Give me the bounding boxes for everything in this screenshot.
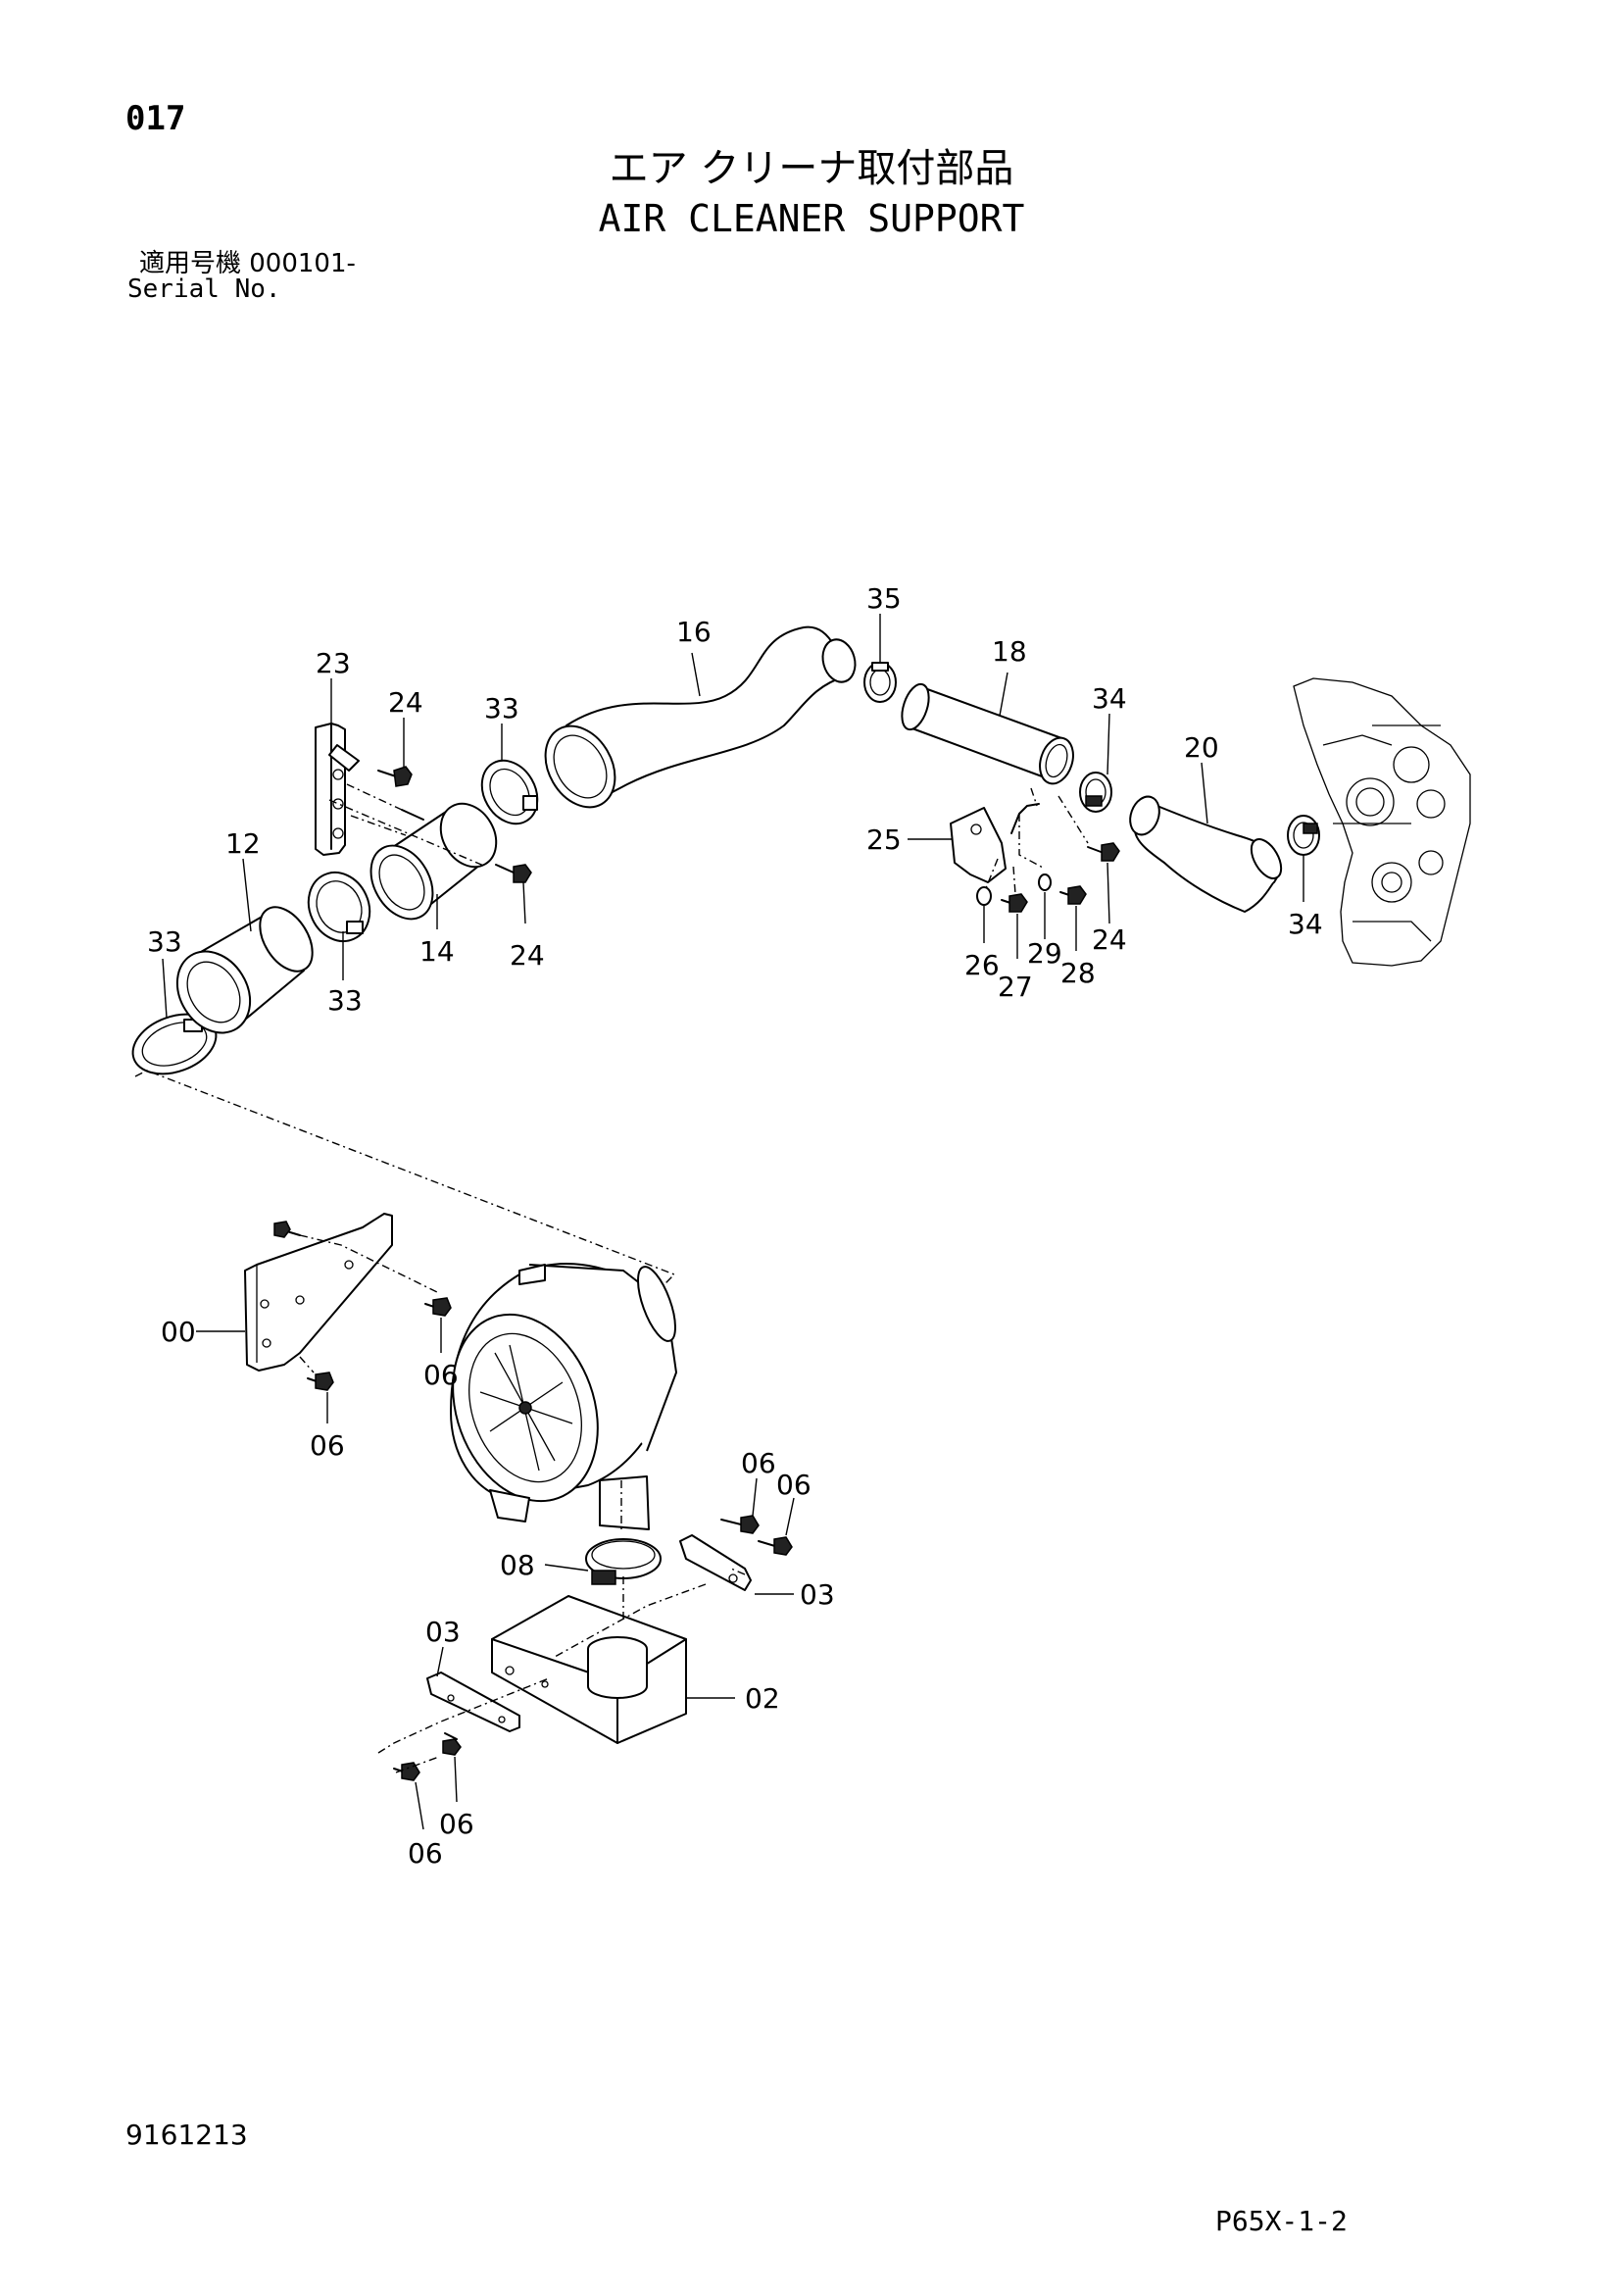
sheet-code: P65X-1-2 xyxy=(1215,2205,1348,2237)
callout-06-lower-left: 06 xyxy=(408,1837,443,1870)
hose-clamp-upper-drawing xyxy=(480,759,539,825)
callout-06-bracket-right: 06 xyxy=(423,1359,459,1391)
intake-hose-16-drawing xyxy=(544,625,857,809)
bracket-03-right-drawing xyxy=(679,1515,793,1591)
callout-08: 08 xyxy=(500,1549,535,1581)
bolt-27-drawing xyxy=(1001,893,1028,913)
air-cleaner-body-drawing xyxy=(450,1263,677,1530)
document-code: 9161213 xyxy=(125,2119,248,2151)
callout-34: 34 xyxy=(1092,682,1127,715)
bolt-06-lower-left-drawing xyxy=(393,1762,420,1781)
hose-clamp-34-upper-drawing xyxy=(1079,772,1112,813)
bolt-06-bracket-bottom-drawing xyxy=(307,1372,334,1391)
serial-label-english: Serial No. xyxy=(127,275,281,304)
washer-29-drawing xyxy=(1038,873,1052,891)
callout-06-upper-right-b: 06 xyxy=(776,1469,812,1501)
bracket-25-drawing xyxy=(950,803,1040,883)
intake-hose-12-drawing xyxy=(175,906,314,1034)
hose-clamp-34-right-drawing xyxy=(1287,815,1320,856)
callout-35: 35 xyxy=(866,582,902,615)
callout-03-left: 03 xyxy=(425,1616,461,1648)
assembly-alignment-lines xyxy=(134,783,1089,1773)
callout-00: 00 xyxy=(161,1316,196,1348)
callout-06-bracket-bottom: 06 xyxy=(310,1429,345,1462)
bolt-06-bracket-right-drawing xyxy=(424,1297,452,1317)
callout-24-right: 24 xyxy=(1092,923,1127,956)
callout-06-lower-right: 06 xyxy=(439,1808,474,1840)
bolt-24-right-drawing xyxy=(1087,842,1120,862)
callout-33: 33 xyxy=(484,692,519,724)
callout-12: 12 xyxy=(225,827,261,860)
callout-18: 18 xyxy=(992,635,1027,668)
bolt-24-lower-drawing xyxy=(495,864,532,883)
bracket-03-left-drawing xyxy=(426,1672,520,1732)
bracket-23-drawing xyxy=(315,723,360,856)
intake-pipe-18-drawing xyxy=(901,682,1074,785)
callout-23: 23 xyxy=(316,647,351,679)
hose-clamp-middle-drawing xyxy=(307,871,371,943)
callout-24-lower: 24 xyxy=(510,939,545,972)
callout-33-middle: 33 xyxy=(327,984,363,1017)
callout-06-upper-right-a: 06 xyxy=(741,1447,776,1479)
callout-20: 20 xyxy=(1184,731,1219,764)
bolt-06-lower-right-drawing xyxy=(442,1732,462,1756)
callout-labels: 35 16 18 23 24 33 34 20 12 25 24 24 33 1… xyxy=(147,582,1323,1870)
callout-27: 27 xyxy=(998,971,1033,1003)
callout-24: 24 xyxy=(388,686,423,719)
callout-34-right: 34 xyxy=(1288,908,1323,940)
callout-29: 29 xyxy=(1027,937,1062,970)
page-title-japanese: エア クリーナ取付部品 xyxy=(609,146,1014,191)
duct-box-02-drawing xyxy=(491,1595,687,1744)
intake-hose-20-drawing xyxy=(1129,795,1283,913)
page-title-english: AIR CLEANER SUPPORT xyxy=(598,197,1025,240)
adapter-elbow-14-drawing xyxy=(369,802,498,921)
bolt-28-drawing xyxy=(1059,885,1087,905)
callout-33-left: 33 xyxy=(147,925,182,958)
callout-25: 25 xyxy=(866,824,902,856)
washer-26-drawing xyxy=(976,886,992,906)
hose-clamp-35-drawing xyxy=(863,662,897,703)
callout-16: 16 xyxy=(676,616,712,648)
callout-26: 26 xyxy=(964,949,1000,981)
bolt-24-upper-drawing xyxy=(377,766,413,787)
serial-label-japanese: 適用号機 000101- xyxy=(139,249,356,278)
callout-02: 02 xyxy=(745,1682,780,1715)
page-number: 017 xyxy=(125,99,186,138)
callout-03-right: 03 xyxy=(800,1578,835,1611)
engine-outline-drawing xyxy=(1293,677,1471,967)
mounting-bracket-00-drawing xyxy=(244,1213,393,1372)
callout-14: 14 xyxy=(419,935,455,968)
callout-28: 28 xyxy=(1060,957,1096,989)
